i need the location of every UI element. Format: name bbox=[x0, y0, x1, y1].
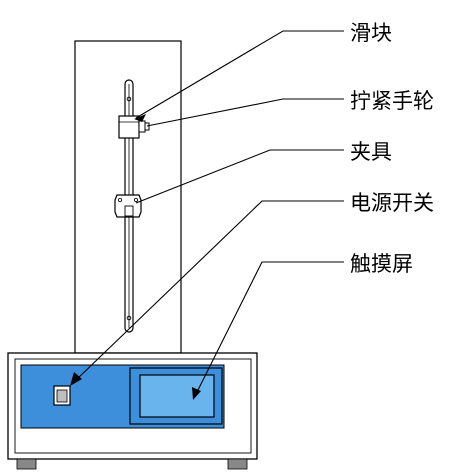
leader-line-touch-screen bbox=[194, 261, 344, 397]
leader-line-power-switch bbox=[75, 200, 344, 381]
power-switch bbox=[53, 385, 71, 406]
touch-screen bbox=[129, 367, 223, 425]
leader-line-clamp bbox=[135, 149, 344, 204]
right-foot bbox=[227, 458, 248, 470]
label-clamp: 夹具 bbox=[350, 140, 392, 164]
label-touch-screen: 触摸屏 bbox=[350, 252, 413, 276]
tightening-handwheel bbox=[138, 120, 150, 133]
label-power-switch: 电源开关 bbox=[350, 191, 434, 215]
clamp bbox=[114, 194, 142, 218]
label-slider: 滑块 bbox=[350, 21, 392, 45]
arrowhead-power-switch bbox=[70, 372, 82, 386]
leader-line-slider bbox=[135, 30, 344, 119]
leader-line-handwheel bbox=[146, 98, 344, 127]
arrowhead-slider bbox=[134, 114, 146, 122]
left-foot bbox=[16, 458, 37, 470]
label-tightening-handwheel: 拧紧手轮 bbox=[350, 89, 434, 113]
arrowhead-touch-screen bbox=[192, 387, 201, 400]
